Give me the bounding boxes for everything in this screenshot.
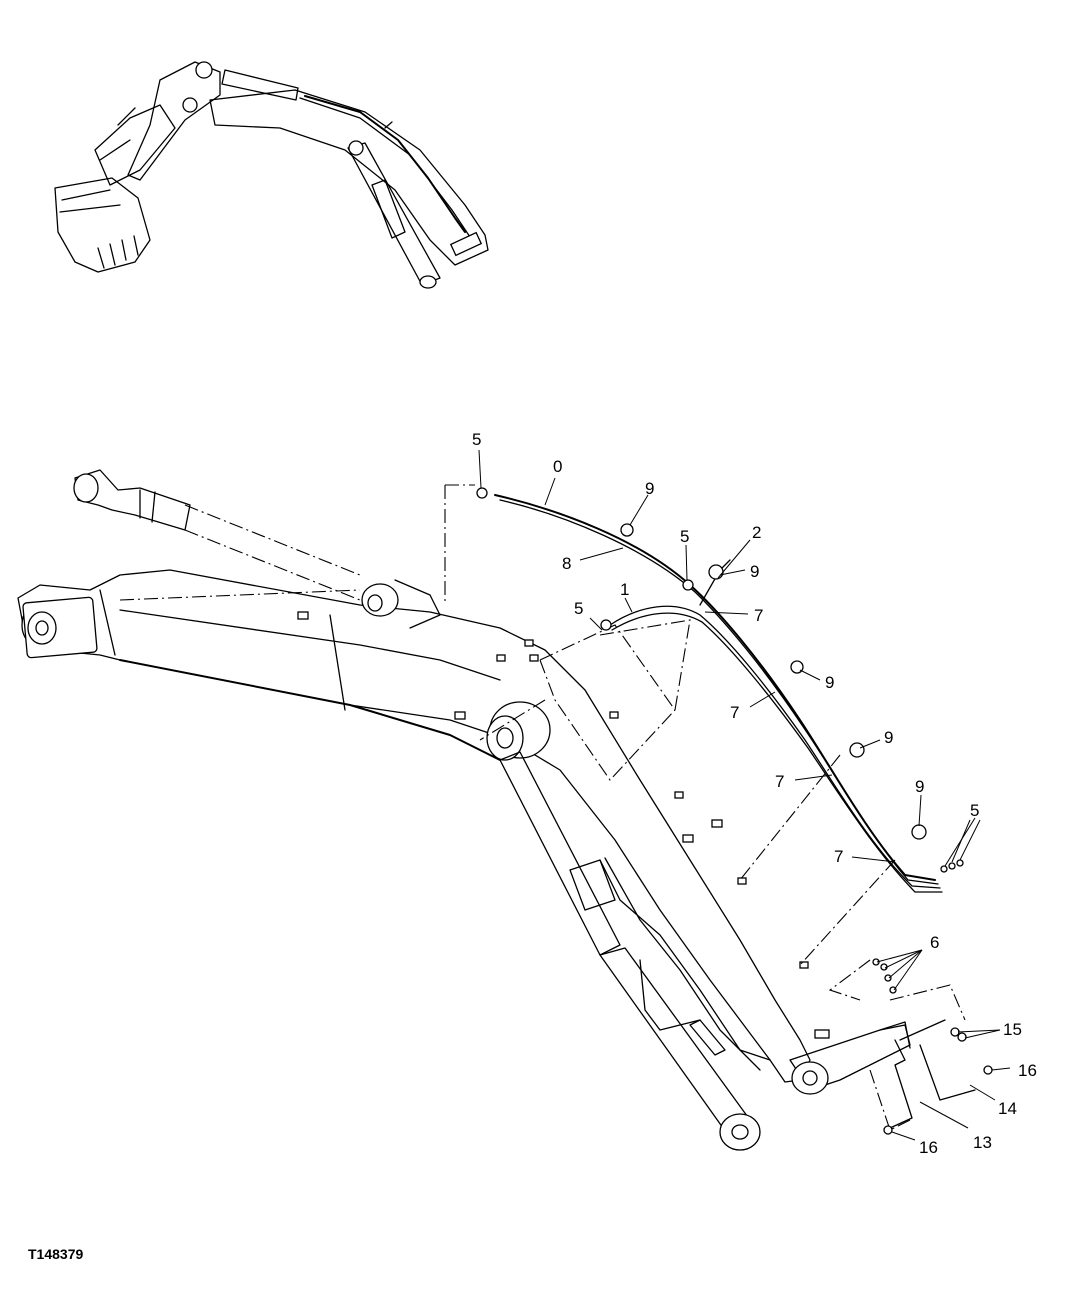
callout-0: 0: [553, 457, 562, 476]
callout-9: 9: [750, 562, 759, 581]
callout-leaders: [478, 449, 1011, 1141]
callout-9: 9: [825, 673, 834, 692]
callout-9: 9: [645, 479, 654, 498]
callout-8: 8: [562, 554, 571, 573]
overview-inset: [54, 61, 489, 289]
figure-id: T148379: [28, 1246, 84, 1262]
callout-1: 1: [620, 580, 629, 599]
callout-5: 5: [574, 599, 583, 618]
callout-13: 13: [973, 1133, 992, 1152]
boom-assembly: [17, 469, 966, 1151]
line-clamps: [297, 611, 830, 1039]
callout-9: 9: [915, 777, 924, 796]
callout-16: 16: [919, 1138, 938, 1157]
callout-2: 2: [752, 523, 761, 542]
callout-5: 5: [970, 801, 979, 820]
callout-15: 15: [1003, 1020, 1022, 1039]
hydraulic-lines: [476, 487, 993, 1135]
callout-7: 7: [834, 847, 843, 866]
callout-16: 16: [1018, 1061, 1037, 1080]
callout-7: 7: [775, 772, 784, 791]
callout-labels: 5 0 9 8 5 2 9 1 5 7 9 7 9 7 9 5 7 6 15 1…: [472, 430, 1037, 1157]
callout-5: 5: [680, 527, 689, 546]
callout-14: 14: [998, 1099, 1017, 1118]
callout-9: 9: [884, 728, 893, 747]
callout-6: 6: [930, 933, 939, 952]
callout-5: 5: [472, 430, 481, 449]
callout-7: 7: [730, 703, 739, 722]
callout-7: 7: [754, 606, 763, 625]
